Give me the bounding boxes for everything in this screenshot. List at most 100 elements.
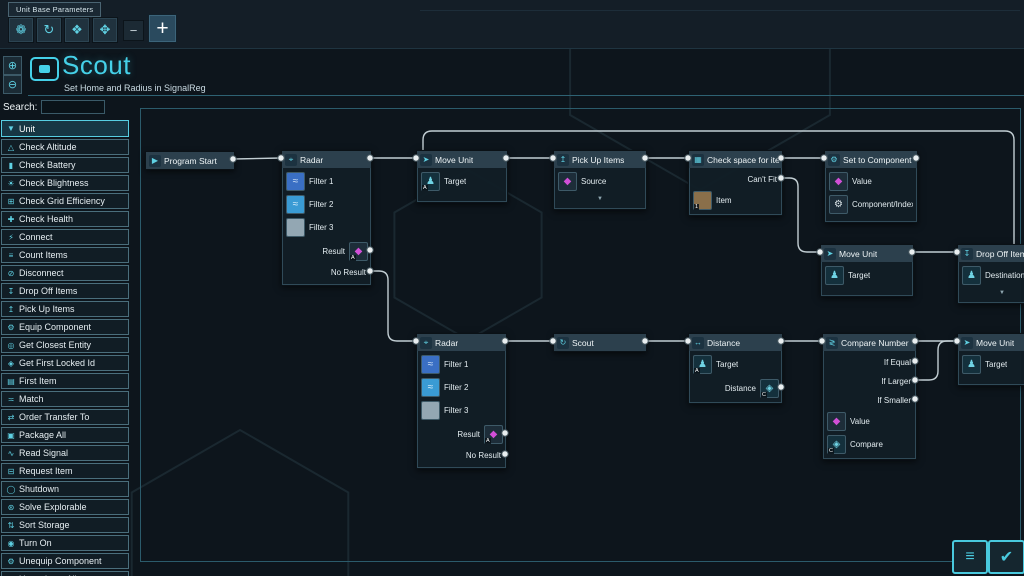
node-header[interactable]: ↻Scout	[554, 334, 646, 351]
add-tab-button[interactable]: +	[148, 14, 177, 43]
sidebar-category-unit[interactable]: ▼Unit	[1, 120, 129, 137]
sidebar-item-label: Connect	[19, 232, 53, 242]
register-icon[interactable]: ◈C	[760, 378, 779, 398]
output-can-t-fit[interactable]: Can't Fit	[747, 175, 777, 184]
expand-icon[interactable]: ✥	[92, 17, 118, 43]
slot-label: Filter 3	[444, 406, 469, 415]
filter-icon[interactable]: ≈	[286, 172, 305, 191]
node-header[interactable]: ➤Move Unit	[417, 151, 507, 168]
node-header[interactable]: ⌖Radar	[282, 151, 371, 168]
zoom-in-button[interactable]: ⊕	[3, 56, 22, 75]
sidebar-item-check-battery[interactable]: ▮Check Battery	[1, 157, 129, 173]
sidebar-item-pick-up-items[interactable]: ↥Pick Up Items	[1, 301, 129, 317]
dropdown-caret-icon[interactable]: ▼	[999, 290, 1005, 296]
node-move-unit-2[interactable]: ➤Move Unit♟Target	[820, 244, 914, 297]
filter-icon[interactable]	[286, 218, 305, 237]
confirm-button[interactable]: ✔	[988, 540, 1024, 574]
behavior-flower-icon[interactable]: ❁	[8, 17, 34, 43]
read-signal-icon: ∿	[7, 448, 15, 458]
sidebar-item-check-health[interactable]: ✚Check Health	[1, 211, 129, 227]
node-header[interactable]: ≷Compare Number	[823, 334, 916, 351]
sidebar-item-read-signal[interactable]: ∿Read Signal	[1, 445, 129, 461]
signal-diamond-icon[interactable]: ◆A	[484, 424, 503, 444]
node-header[interactable]: ➤Move Unit	[821, 245, 913, 262]
sidebar-item-get-closest-entity[interactable]: ◎Get Closest Entity	[1, 337, 129, 353]
unit-icon[interactable]: ♟	[825, 266, 844, 285]
item-icon[interactable]: 1	[693, 191, 712, 210]
unit-icon[interactable]: ♟	[962, 355, 981, 374]
search-input[interactable]	[41, 100, 106, 114]
sidebar-item-count-items[interactable]: ≡Count Items	[1, 247, 129, 263]
node-move-unit-3[interactable]: ➤Move Unit♟Target	[957, 333, 1024, 386]
dropdown-caret-icon[interactable]: ▼	[597, 196, 603, 202]
sidebar-item-unequip-component[interactable]: ⚙Unequip Component	[1, 553, 129, 569]
filter-icon[interactable]: ≈	[421, 378, 440, 397]
zoom-out-button[interactable]: ⊖	[3, 75, 22, 94]
signal-diamond-icon[interactable]: ◆	[827, 412, 846, 431]
signal-diamond-icon[interactable]: ◆	[829, 172, 848, 191]
node-set-to-component[interactable]: ⚙Set to Component◆Value⚙Component/Index	[824, 150, 918, 223]
output-if-equal[interactable]: If Equal	[883, 358, 911, 367]
node-header[interactable]: ↧Drop Off Items	[958, 245, 1024, 262]
output-no-result[interactable]: No Result	[330, 268, 366, 277]
signal-diamond-icon[interactable]: ◆A	[349, 241, 368, 261]
sidebar-item-first-item[interactable]: ▤First Item	[1, 373, 129, 389]
sidebar-item-drop-off-items[interactable]: ↧Drop Off Items	[1, 283, 129, 299]
sidebar-item-order-transfer-to[interactable]: ⇄Order Transfer To	[1, 409, 129, 425]
output-if-larger[interactable]: If Larger	[881, 377, 911, 386]
input-slot-filter-1: ≈Filter 1	[417, 353, 506, 376]
node-drop-off-item[interactable]: ↧Drop Off Items ♟ Destination ▼	[957, 244, 1024, 304]
node-header[interactable]: ▶Program Start	[146, 152, 234, 169]
sidebar-item-check-blightness[interactable]: ☀Check Blightness	[1, 175, 129, 191]
node-pick-up-items[interactable]: ↥Pick Up Items◆Source▼	[553, 150, 647, 210]
output-no-result[interactable]: No Result	[465, 451, 501, 460]
sidebar-item-unpackage-all[interactable]: ⊡Unpackage All	[1, 571, 129, 576]
sidebar-item-connect[interactable]: ⚡Connect	[1, 229, 129, 245]
sidebar-item-sort-storage[interactable]: ⇅Sort Storage	[1, 517, 129, 533]
sidebar-item-request-item[interactable]: ⊟Request Item	[1, 463, 129, 479]
sidebar-item-solve-explorable[interactable]: ⊛Solve Explorable	[1, 499, 129, 515]
sidebar-item-package-all[interactable]: ▣Package All	[1, 427, 129, 443]
node-header[interactable]: ▦Check space for item	[689, 151, 782, 168]
unit-icon[interactable]: ♟A	[421, 172, 440, 191]
signal-diamond-icon[interactable]: ◆	[558, 172, 577, 191]
sidebar-item-equip-component[interactable]: ⚙Equip Component	[1, 319, 129, 335]
node-header[interactable]: ↥Pick Up Items	[554, 151, 646, 168]
node-header[interactable]: ➤Move Unit	[958, 334, 1024, 351]
link-icon[interactable]: ❖	[64, 17, 90, 43]
slot-label: Destination	[985, 271, 1024, 280]
filter-icon[interactable]: ≈	[421, 355, 440, 374]
node-title: Move Unit	[435, 154, 474, 165]
cycle-icon[interactable]: ↻	[36, 17, 62, 43]
sidebar-item-shutdown[interactable]: ◯Shutdown	[1, 481, 129, 497]
component-icon[interactable]: ⚙	[829, 195, 848, 214]
node-compare-number[interactable]: ≷Compare Number If Equal If Larger If Small…	[822, 333, 917, 460]
output-if-smaller[interactable]: If Smaller	[877, 396, 911, 405]
node-program-start[interactable]: ▶Program Start	[145, 151, 235, 170]
header-divider	[28, 95, 1024, 96]
node-scout[interactable]: ↻Scout	[553, 333, 647, 352]
filter-icon[interactable]: ≈	[286, 195, 305, 214]
remove-tab-button[interactable]: −	[123, 20, 144, 41]
sidebar-item-get-first-locked-id[interactable]: ◈Get First Locked Id	[1, 355, 129, 371]
sidebar-item-check-altitude[interactable]: △Check Altitude	[1, 139, 129, 155]
unit-icon[interactable]: ♟	[962, 266, 981, 285]
node-header[interactable]: ⚙Set to Component	[825, 151, 917, 168]
slot-label: Distance	[724, 383, 756, 393]
node-header[interactable]: ↔Distance	[689, 334, 782, 351]
register-icon[interactable]: ◈C	[827, 435, 846, 454]
sidebar-item-disconnect[interactable]: ⊘Disconnect	[1, 265, 129, 281]
sidebar-item-match[interactable]: ≍Match	[1, 391, 129, 407]
unit-icon[interactable]: ♟A	[693, 355, 712, 374]
sidebar-item-check-grid-efficiency[interactable]: ⊞Check Grid Efficiency	[1, 193, 129, 209]
filter-icon[interactable]	[421, 401, 440, 420]
slot-label: Value	[852, 177, 872, 186]
menu-button[interactable]: ≡	[952, 540, 988, 574]
node-header[interactable]: ⌖Radar	[417, 334, 506, 351]
sidebar-item-turn-on[interactable]: ◉Turn On	[1, 535, 129, 551]
